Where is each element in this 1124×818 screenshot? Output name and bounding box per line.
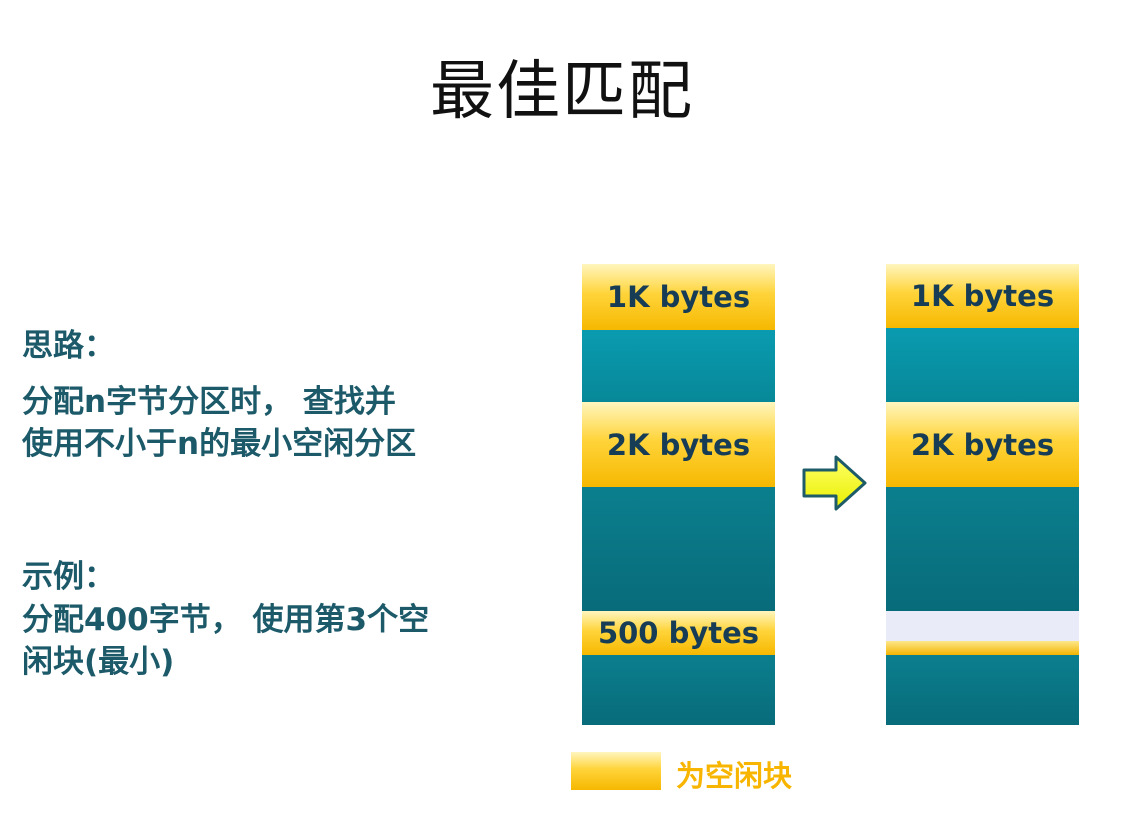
used-block bbox=[582, 487, 775, 611]
used-block bbox=[886, 655, 1079, 725]
used-block bbox=[886, 487, 1079, 611]
used-block bbox=[582, 655, 775, 725]
example-line-1: 分配400字节， 使用第3个空 bbox=[22, 602, 430, 638]
free-block-1k: 1K bytes bbox=[582, 264, 775, 330]
idea-line-1: 分配n字节分区时， 查找并 bbox=[22, 384, 396, 420]
used-block bbox=[886, 328, 1079, 402]
remaining-free-block bbox=[886, 641, 1079, 655]
free-block-500: 500 bytes bbox=[582, 611, 775, 655]
allocated-block bbox=[886, 611, 1079, 641]
memory-before: 1K bytes 2K bytes 500 bytes bbox=[582, 264, 775, 725]
example-line-2: 闲块(最小) bbox=[22, 644, 175, 680]
right-arrow-icon bbox=[802, 455, 867, 511]
memory-after: 1K bytes 2K bytes bbox=[886, 264, 1079, 725]
free-block-2k: 2K bytes bbox=[582, 402, 775, 487]
idea-line-2: 使用不小于n的最小空闲分区 bbox=[22, 426, 417, 462]
page-title: 最佳匹配 bbox=[430, 55, 694, 129]
free-block-2k: 2K bytes bbox=[886, 402, 1079, 487]
legend-label: 为空闲块 bbox=[676, 759, 793, 793]
legend-swatch bbox=[571, 752, 661, 790]
example-heading: 示例： bbox=[22, 559, 115, 595]
free-block-1k: 1K bytes bbox=[886, 264, 1079, 328]
used-block bbox=[582, 330, 775, 402]
idea-heading: 思路： bbox=[22, 328, 115, 364]
